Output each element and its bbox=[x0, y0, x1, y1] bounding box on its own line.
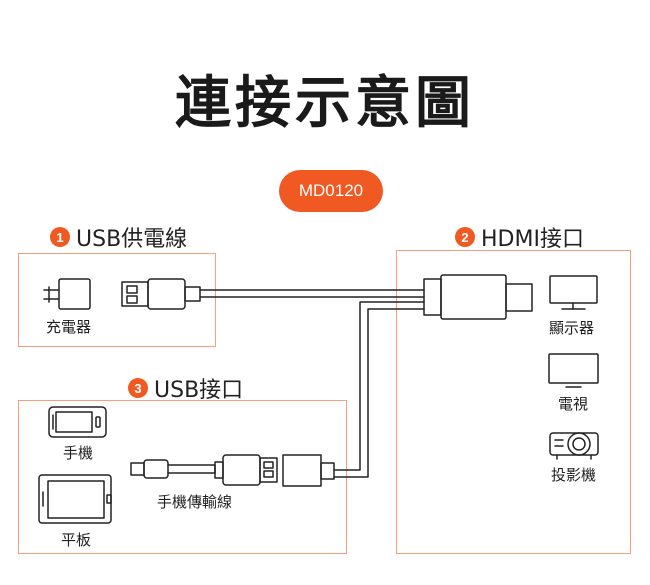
charger-label: 充電器 bbox=[46, 318, 92, 336]
usb-a-plug-icon-2 bbox=[214, 454, 278, 486]
micro-usb-plug-icon bbox=[130, 459, 216, 479]
hdmi-box bbox=[396, 250, 631, 554]
section-usb-port-label: 3 USB接口 bbox=[128, 372, 243, 404]
phone-label: 手機 bbox=[63, 444, 94, 462]
monitor-icon bbox=[549, 275, 598, 310]
tv-label: 電視 bbox=[558, 395, 589, 413]
page-title: 連接示意圖 bbox=[175, 71, 475, 136]
number-badge-3: 3 bbox=[128, 378, 148, 398]
section-usb-power-label: 1 USB供電線 bbox=[50, 221, 187, 253]
section-hdmi-text: HDMI接口 bbox=[481, 227, 584, 252]
charger-icon bbox=[43, 278, 91, 310]
projector-icon bbox=[549, 432, 599, 460]
number-badge-1: 1 bbox=[50, 227, 70, 247]
usb-socket-icon bbox=[282, 454, 335, 487]
section-hdmi-label: 2 HDMI接口 bbox=[455, 221, 584, 253]
model-badge: MD0120 bbox=[279, 170, 383, 212]
hdmi-plug-icon bbox=[423, 274, 533, 320]
phone-icon bbox=[48, 406, 107, 438]
main-cable bbox=[199, 289, 425, 478]
usb-a-plug-icon bbox=[121, 278, 201, 310]
tablet-label: 平板 bbox=[61, 531, 92, 549]
section-usb-power-text: USB供電線 bbox=[76, 227, 188, 252]
tv-icon bbox=[548, 353, 599, 388]
usb-power-box bbox=[18, 253, 216, 347]
section-usb-port-text: USB接口 bbox=[154, 378, 244, 403]
monitor-label: 顯示器 bbox=[549, 319, 595, 337]
tablet-icon bbox=[38, 474, 112, 524]
projector-label: 投影機 bbox=[551, 466, 597, 484]
phone-cable-label: 手機傳輸線 bbox=[157, 493, 233, 511]
number-badge-2: 2 bbox=[455, 227, 475, 247]
